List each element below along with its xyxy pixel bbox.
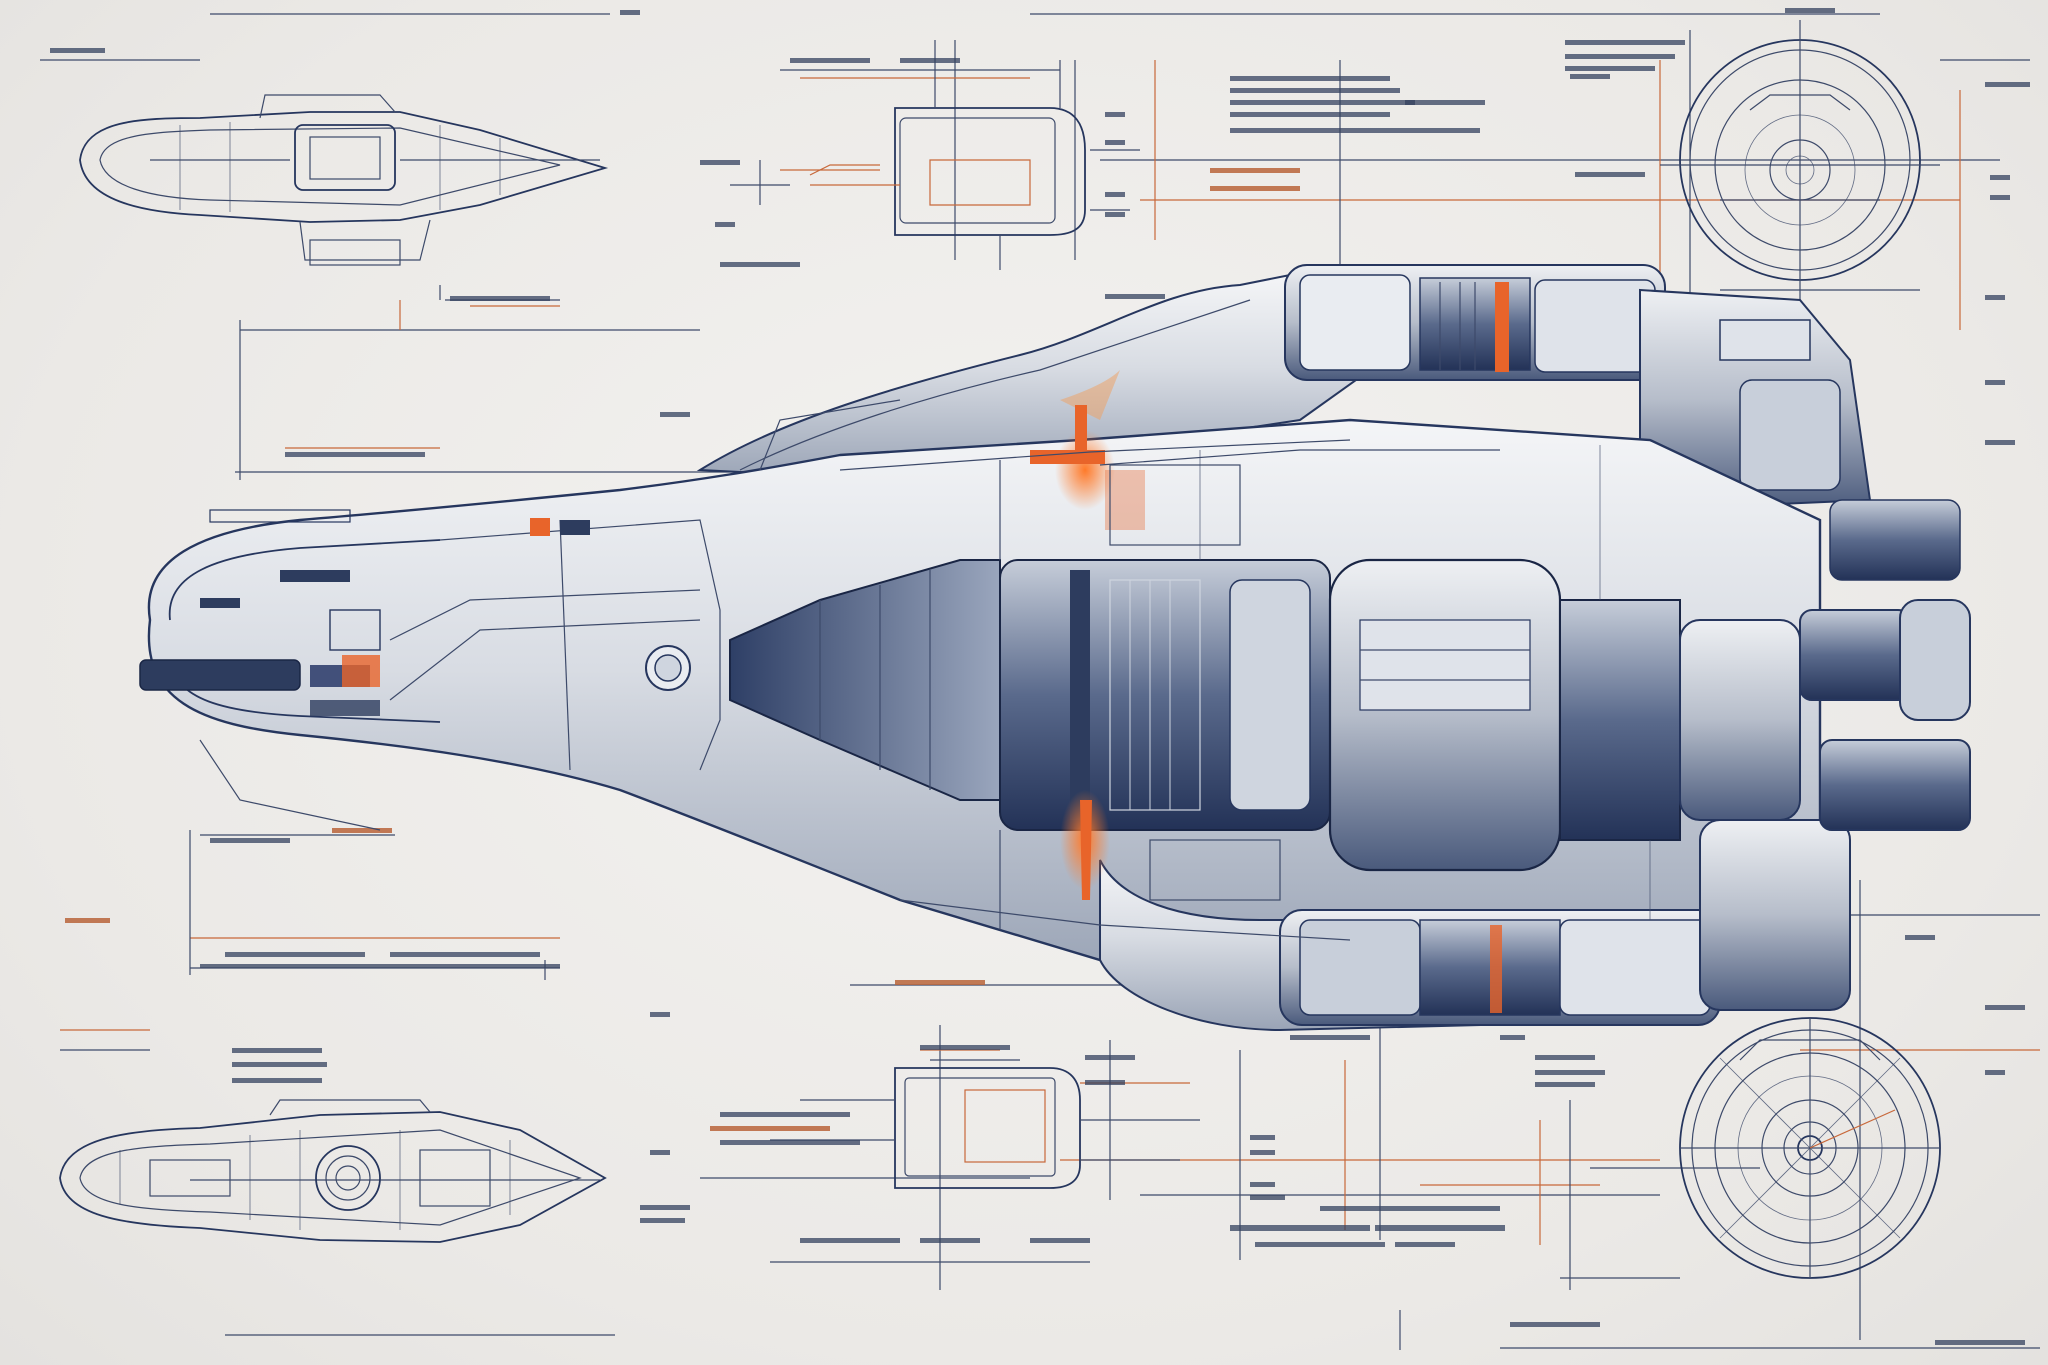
main-engine-core (999, 558, 1971, 872)
top-left-side-view (40, 59, 609, 307)
main-spaceship (139, 264, 1971, 1032)
bottom-right-circular-view (1679, 1017, 1941, 1279)
dorsal-fin (696, 273, 1442, 482)
annotation-marks (50, 8, 2030, 1345)
orange-accents (1030, 405, 1145, 900)
construction-lines (60, 13, 2040, 1350)
top-center-component (730, 40, 1140, 270)
bottom-center-component (770, 1040, 1200, 1200)
bottom-left-side-view (59, 1099, 607, 1243)
upper-engine-pod (1284, 264, 1666, 381)
top-right-circular-view (1660, 20, 2030, 330)
lower-engine-pod (1099, 739, 1971, 1032)
hull-panel-lines (759, 399, 1651, 941)
